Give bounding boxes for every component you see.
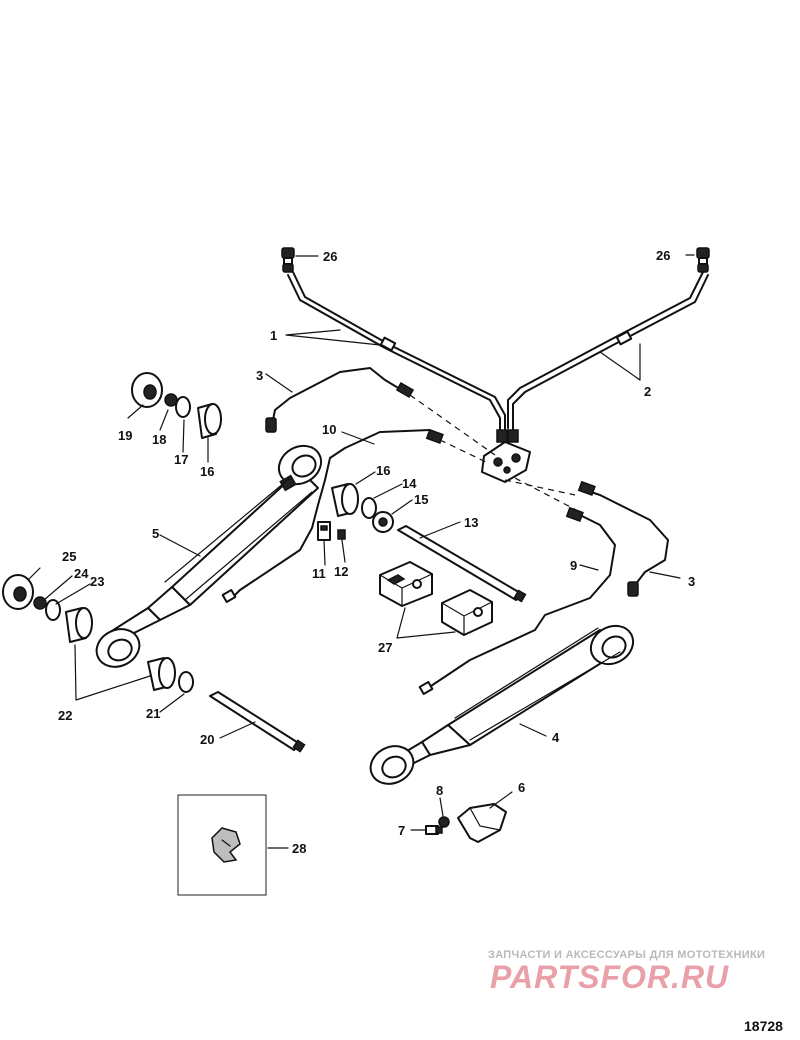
bushing-16-mid (331, 483, 359, 517)
nut-24 (33, 596, 47, 610)
callout-3: 3 (256, 368, 263, 383)
callout-3: 3 (688, 574, 695, 589)
watermark: ЗАПЧАСТИ И АКСЕССУАРЫ ДЛЯ МОТОТЕХНИКИ PA… (488, 949, 765, 995)
hydraulic-line-9 (418, 506, 616, 695)
callout-17: 17 (174, 452, 188, 467)
bushing-22-a (65, 607, 93, 643)
callout-8: 8 (436, 783, 443, 798)
callout-10: 10 (322, 422, 336, 437)
leader-lines (27, 254, 695, 849)
washer-17 (175, 396, 191, 418)
callout-27: 27 (378, 640, 392, 655)
bracket-6 (457, 803, 507, 843)
bushing-22-b (147, 657, 176, 691)
callout-4: 4 (552, 730, 560, 745)
anode-27-b (441, 589, 493, 636)
figure-id: 18728 (744, 1018, 783, 1034)
washer-21 (178, 671, 194, 693)
callout-9: 9 (570, 558, 577, 573)
callout-15: 15 (414, 492, 428, 507)
screw-7 (425, 825, 443, 835)
cylinder-5 (103, 444, 323, 646)
washer-14 (361, 497, 377, 519)
pin-20 (209, 691, 306, 753)
hydraulic-line-2 (507, 271, 709, 431)
mount-19 (131, 372, 163, 408)
callout-20: 20 (200, 732, 214, 747)
connection-lines (409, 394, 581, 513)
callout-labels: 26 26 1 2 3 10 19 18 17 16 5 16 14 15 13… (58, 248, 695, 856)
clip-11 (317, 521, 331, 541)
callout-5: 5 (152, 526, 159, 541)
callout-18: 18 (152, 432, 166, 447)
callout-26: 26 (323, 249, 337, 264)
callout-16: 16 (376, 463, 390, 478)
bushing-15 (372, 511, 394, 533)
washer-23 (45, 599, 61, 621)
pin-13 (397, 525, 527, 603)
callout-11: 11 (312, 566, 326, 581)
callout-2: 2 (644, 384, 651, 399)
callout-26: 26 (656, 248, 670, 263)
callout-21: 21 (146, 706, 160, 721)
callout-14: 14 (402, 476, 417, 491)
pivot-eye-left (95, 628, 141, 668)
inset-box-28 (177, 794, 267, 896)
callout-22: 22 (58, 708, 72, 723)
hydraulic-line-1 (287, 271, 506, 433)
nut-18 (164, 393, 178, 407)
watermark-brand: PARTSFOR.RU (490, 959, 729, 995)
bushing-16-top (197, 403, 222, 439)
mount-25 (2, 574, 34, 610)
screw-12 (337, 529, 346, 540)
hydraulic-line-3-right (577, 480, 669, 597)
callout-12: 12 (334, 564, 348, 579)
callout-25: 25 (62, 549, 76, 564)
anode-27-a (379, 561, 433, 607)
hydraulic-line-3-left (265, 367, 415, 433)
cylinder-4 (391, 624, 635, 771)
manifold-block (481, 429, 531, 483)
callout-1: 1 (270, 328, 277, 343)
callout-13: 13 (464, 515, 478, 530)
pivot-eye-right (369, 745, 415, 785)
fitting-26-right (696, 247, 710, 273)
callout-6: 6 (518, 780, 525, 795)
callout-16: 16 (200, 464, 214, 479)
callout-23: 23 (90, 574, 104, 589)
callout-19: 19 (118, 428, 132, 443)
nut-8 (438, 816, 450, 828)
hydraulic-line-10 (221, 428, 444, 603)
callout-28: 28 (292, 841, 306, 856)
fitting-26-left (281, 247, 295, 273)
callout-7: 7 (398, 823, 405, 838)
watermark-tagline: ЗАПЧАСТИ И АКСЕССУАРЫ ДЛЯ МОТОТЕХНИКИ (488, 949, 765, 961)
callout-24: 24 (74, 566, 89, 581)
